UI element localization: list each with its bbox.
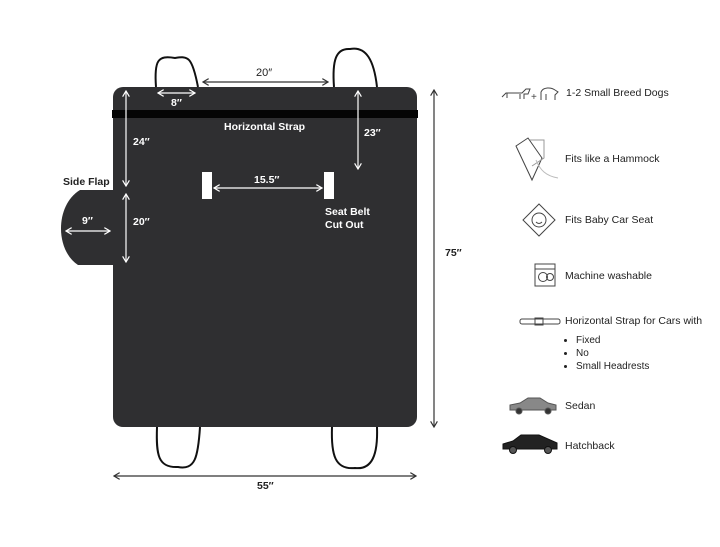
handle-width-label: 8″ [171,97,182,109]
strap-icon [519,317,561,326]
lower-left-label: 20″ [133,216,150,228]
horizontal-strap-label: Horizontal Strap [224,121,306,133]
sedan-icon [509,397,557,415]
legend-icons: + [501,87,561,454]
flap-depth-label: 9″ [82,215,93,227]
cutout-spacing-label: 15.5″ [254,174,280,186]
length-label: 75″ [445,247,462,259]
seatbelt-cutout-right [324,172,334,199]
legend-hammock: Fits like a Hammock [565,153,660,165]
legend-dogs: 1-2 Small Breed Dogs [566,87,669,99]
bullet-no: No [576,347,649,360]
horizontal-strap [112,110,418,118]
dogs-icon: + [501,87,559,103]
handles [154,47,379,470]
side-flap-label: Side Flap [63,176,110,188]
svg-text:+: + [531,92,537,103]
legend-washable: Machine washable [565,270,652,282]
legend-baby-seat: Fits Baby Car Seat [565,214,654,226]
washing-machine-icon [534,263,556,287]
strap-to-cutout-label: 23″ [364,127,381,139]
width-label: 55″ [257,480,274,492]
upper-left-label: 24″ [133,136,150,148]
legend-sedan: Sedan [565,400,596,412]
dimension-arrows [66,82,434,476]
cutout-label-2: Cut Out [325,219,364,231]
mat-body [113,87,417,427]
top-gap-label: 20″ [256,67,273,79]
hammock-icon [515,137,559,182]
strap-bullets: Fixed No Small Headrests [560,334,649,373]
bullet-fixed: Fixed [576,334,649,347]
legend-hatchback: Hatchback [565,440,615,452]
baby-seat-icon [522,203,556,237]
hatchback-icon [502,434,558,454]
legend-strap: Horizontal Strap for Cars with [565,315,703,327]
bullet-small-headrests: Small Headrests [576,360,649,373]
seatbelt-cutout-left [202,172,212,199]
cutout-label-1: Seat Belt [325,206,370,218]
side-flap [60,190,113,265]
